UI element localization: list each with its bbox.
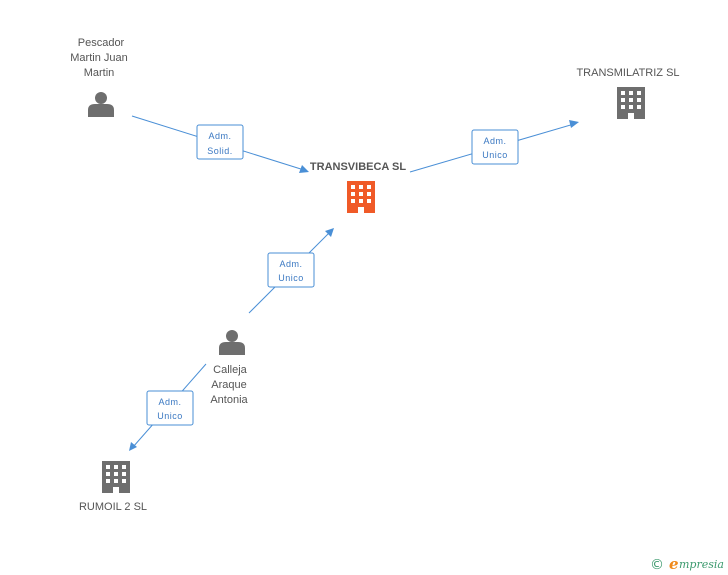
relation-type: Unico <box>482 150 508 160</box>
node-name-line: Martin Juan <box>70 52 127 64</box>
node-name-line: Antonia <box>210 394 248 406</box>
relation-role: Adm. <box>158 397 181 407</box>
node-transvibeca-sl[interactable]: TRANSVIBECA SL <box>310 161 406 213</box>
building-icon <box>617 87 645 119</box>
brand-logo-name: mpresia <box>679 558 724 571</box>
relation-role: Adm. <box>483 136 506 146</box>
node-name: TRANSMILATRIZ SL <box>576 67 679 79</box>
brand-watermark: © e mpresia <box>650 555 724 573</box>
relation-label-calleja-transvibeca[interactable]: Adm. Unico <box>267 252 315 288</box>
copyright-symbol: © <box>650 557 664 573</box>
building-icon <box>102 461 130 493</box>
node-name-line: Pescador <box>78 37 125 49</box>
node-name-line: Martin <box>84 67 115 79</box>
person-icon <box>219 330 245 355</box>
node-calleja-araque-antonia[interactable]: Calleja Araque Antonia <box>210 330 249 406</box>
relation-label-calleja-rumoil[interactable]: Adm. Unico <box>146 390 194 426</box>
relation-type: Solid. <box>207 146 233 156</box>
node-pescador-martin-juan-martin[interactable]: Pescador Martin Juan Martin <box>70 37 128 117</box>
brand-logo-initial: e <box>669 555 679 573</box>
relation-type: Unico <box>278 273 304 283</box>
node-rumoil-2-sl[interactable]: RUMOIL 2 SL <box>79 461 147 513</box>
relation-type: Unico <box>157 411 183 421</box>
person-icon <box>88 92 114 117</box>
node-name: TRANSVIBECA SL <box>310 161 406 173</box>
relation-role: Adm. <box>208 131 231 141</box>
building-icon <box>347 181 375 213</box>
relation-role: Adm. <box>279 259 302 269</box>
node-transmilatriz-sl[interactable]: TRANSMILATRIZ SL <box>576 67 680 119</box>
node-name-line: Araque <box>211 379 246 391</box>
relation-label-transvibeca-transmilatriz[interactable]: Adm. Unico <box>471 129 519 165</box>
node-name-line: Calleja <box>213 364 248 376</box>
relation-label-pescador-transvibeca[interactable]: Adm. Solid. <box>196 124 244 160</box>
node-name: RUMOIL 2 SL <box>79 501 147 513</box>
